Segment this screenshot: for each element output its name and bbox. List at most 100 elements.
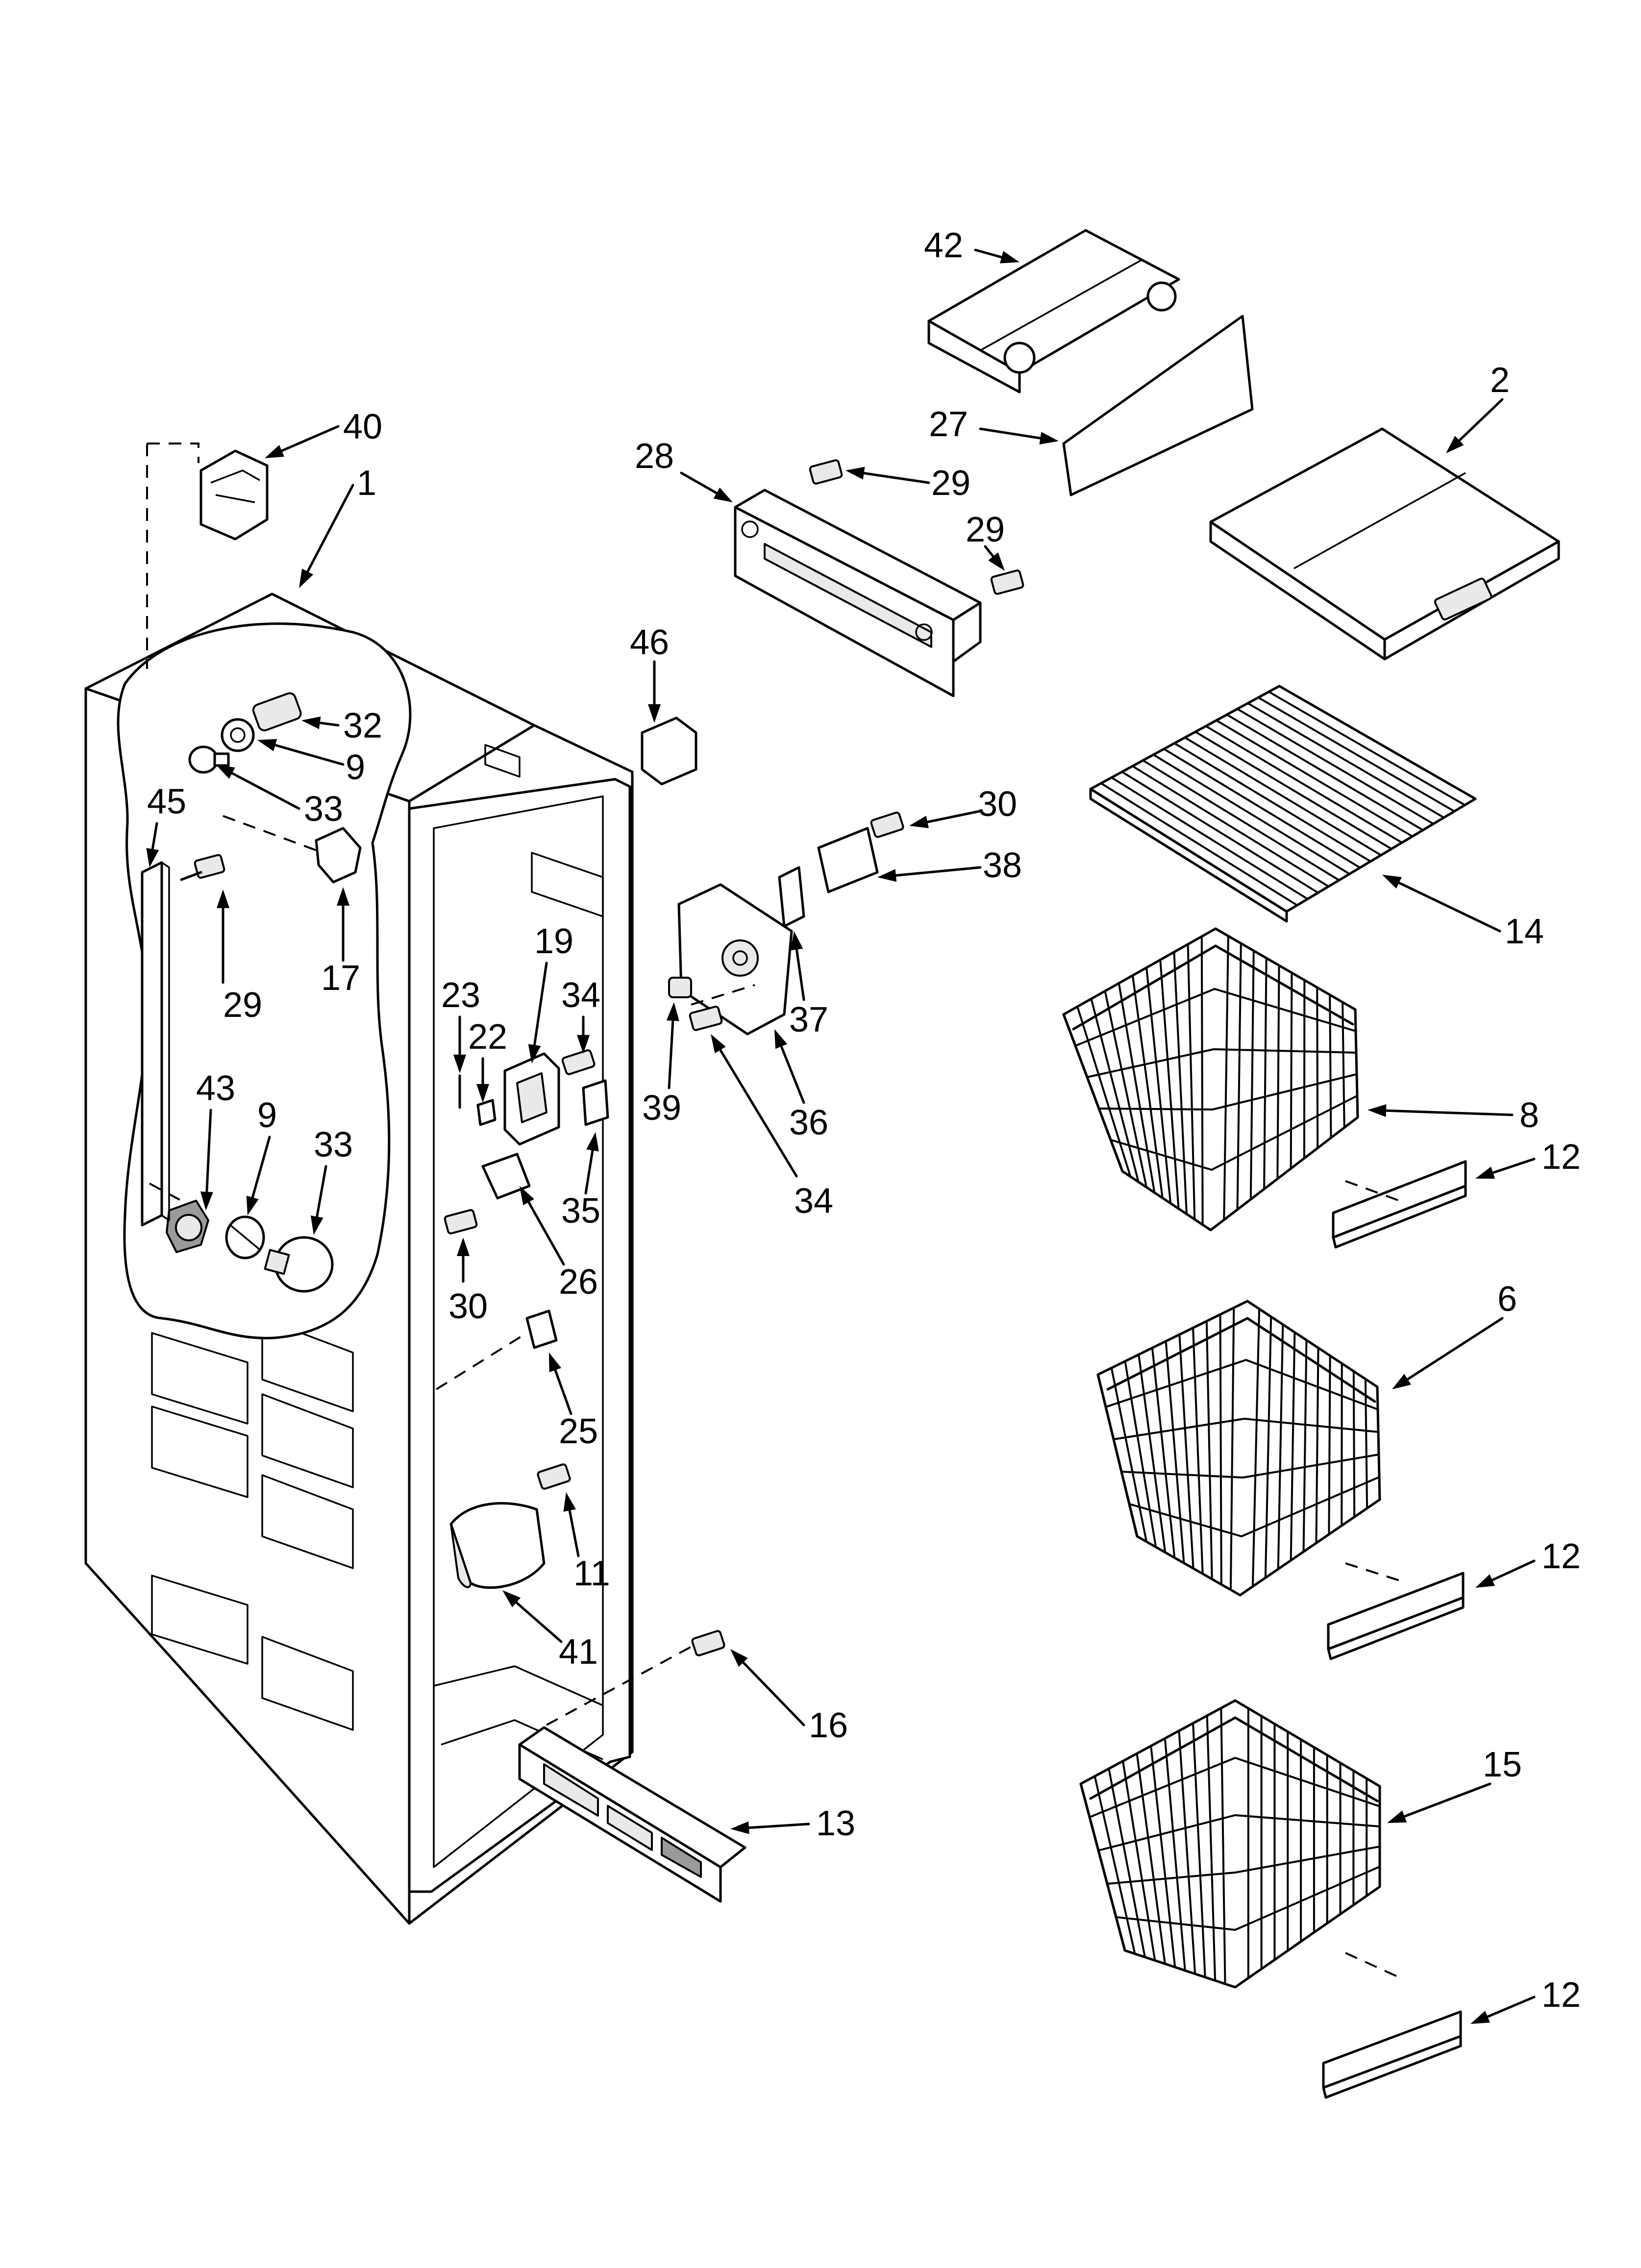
leader-line <box>1386 1110 1512 1115</box>
screw-34b <box>689 1006 722 1031</box>
basket-wire <box>1202 937 1203 1225</box>
basket-wire <box>1087 1049 1356 1077</box>
basket-wire <box>1317 987 1318 1148</box>
basket-rim <box>1073 946 1353 1029</box>
basket-wire <box>1316 1348 1318 1543</box>
leader-line <box>1488 1997 1534 2017</box>
leader-line <box>282 426 338 451</box>
cover-41 <box>451 1504 544 1588</box>
callout-1: 1 <box>357 464 376 503</box>
basket-wire <box>1304 1340 1307 1552</box>
leader-line <box>896 867 980 875</box>
callout-33: 33 <box>304 789 343 829</box>
callout-9: 9 <box>257 1096 277 1135</box>
basket-wire <box>1238 943 1241 1209</box>
leader-arrowhead <box>1475 1167 1495 1179</box>
leader-line <box>669 1021 673 1088</box>
leader-line <box>308 485 353 571</box>
bracket-37 <box>779 867 804 926</box>
callout-12: 12 <box>1542 1137 1581 1177</box>
leader-line <box>681 473 717 493</box>
leader-arrowhead <box>1382 875 1402 888</box>
basket-wire <box>1207 1321 1212 1579</box>
callout-29: 29 <box>966 510 1005 549</box>
leader-arrowhead <box>1368 1104 1386 1117</box>
leader-arrowhead <box>299 568 313 588</box>
basket-wire <box>1151 1746 1175 1967</box>
callout-15: 15 <box>1483 1745 1522 1784</box>
callout-17: 17 <box>321 959 360 998</box>
leader-arrowhead <box>667 1002 679 1021</box>
basket-wire <box>1224 936 1228 1220</box>
callout-12: 12 <box>1542 1975 1581 2015</box>
callout-16: 16 <box>809 1706 848 1745</box>
basket-wire <box>1329 1356 1330 1534</box>
callout-46: 46 <box>630 623 669 662</box>
callout-14: 14 <box>1505 912 1544 951</box>
leader-line <box>743 1662 804 1725</box>
basket-wire <box>1278 1325 1283 1569</box>
basket-wire <box>1221 1708 1225 1984</box>
screw-30b <box>870 812 904 838</box>
leader-arrowhead <box>648 704 661 723</box>
leader-line <box>721 1050 796 1176</box>
callout-33: 33 <box>314 1125 353 1164</box>
callout-25: 25 <box>559 1412 598 1451</box>
callout-30: 30 <box>978 785 1017 824</box>
callout-37: 37 <box>789 1000 828 1039</box>
callout-29: 29 <box>931 464 970 503</box>
basket-wire <box>1106 1360 1378 1409</box>
basket-wire <box>1193 1723 1205 1977</box>
callout-45: 45 <box>147 782 186 821</box>
shield-27 <box>1064 316 1252 495</box>
basket-wire <box>1090 1758 1380 1817</box>
basket-wire <box>1366 1379 1367 1508</box>
callout-34: 34 <box>794 1182 833 1221</box>
basket-wire <box>1251 951 1254 1199</box>
shelf-2 <box>1211 429 1559 659</box>
divider-12a <box>1333 1161 1466 1247</box>
grille-13 <box>520 1727 745 1901</box>
callout-2: 2 <box>1490 361 1510 400</box>
callout-26: 26 <box>559 1262 598 1302</box>
leader-line <box>1408 1318 1502 1379</box>
screw-16 <box>692 1630 725 1656</box>
basket-wire <box>1193 1328 1203 1574</box>
basket-wire <box>1291 1332 1295 1560</box>
leader-arrowhead <box>1387 1810 1407 1823</box>
leader-line <box>749 1824 809 1828</box>
callout-41: 41 <box>559 1632 598 1672</box>
basket-wire <box>1220 1314 1221 1584</box>
basket-wire <box>1253 1309 1259 1586</box>
basket-wire <box>1343 1002 1344 1128</box>
basket-wire <box>1264 958 1267 1189</box>
callout-6: 6 <box>1497 1280 1517 1319</box>
basket-wire <box>1231 1308 1234 1590</box>
cover-42 <box>929 230 1179 392</box>
part-35 <box>583 1081 608 1125</box>
leader-line <box>1492 1561 1534 1580</box>
callout-27: 27 <box>929 405 968 444</box>
leader-line <box>1459 399 1502 441</box>
callout-36: 36 <box>789 1103 828 1142</box>
callout-8: 8 <box>1519 1096 1539 1135</box>
leader-arrowhead <box>1392 1374 1411 1389</box>
leader-line <box>796 950 804 1000</box>
callout-22: 22 <box>468 1017 507 1057</box>
callout-19: 19 <box>534 922 573 961</box>
basket-wire <box>1075 989 1356 1046</box>
basket-wire <box>1152 1348 1174 1557</box>
leader-arrowhead <box>909 816 929 828</box>
leader-arrowhead <box>265 445 284 458</box>
callout-23: 23 <box>441 976 480 1015</box>
duct-28 <box>735 490 980 696</box>
leader-arrowhead <box>774 1029 787 1049</box>
basket-wire <box>1291 973 1292 1169</box>
callout-30: 30 <box>448 1287 488 1326</box>
basket-wire <box>1114 1419 1378 1439</box>
leader-arrowhead <box>1475 1574 1495 1588</box>
part-22 <box>478 1100 495 1125</box>
callout-34: 34 <box>561 976 600 1015</box>
divider-12c <box>1323 2012 1461 2097</box>
